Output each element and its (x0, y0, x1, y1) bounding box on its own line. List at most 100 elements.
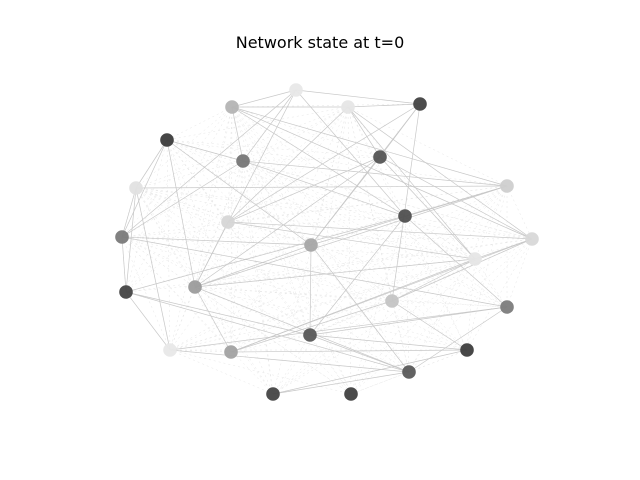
faint-edge (194, 238, 533, 288)
chart-title: Network state at t=0 (235, 33, 405, 52)
faint-edge (391, 300, 508, 308)
faint-edge (272, 300, 393, 395)
faint-edge (166, 106, 233, 141)
faint-edge (169, 258, 476, 351)
faint-edge (125, 258, 476, 293)
graph-node (413, 97, 427, 111)
faint-edge (166, 139, 508, 187)
faint-edge (347, 106, 468, 351)
node-layer (115, 83, 539, 401)
faint-edge (227, 106, 233, 223)
faint-edge (125, 139, 168, 293)
faint-edge (166, 139, 229, 223)
faint-edge (230, 160, 244, 353)
edge (347, 103, 421, 108)
faint-edge (121, 215, 406, 238)
faint-edge (169, 349, 274, 395)
edge (310, 103, 421, 246)
edge (379, 156, 476, 260)
graph-node (373, 150, 387, 164)
faint-edge (350, 371, 410, 395)
faint-edge (169, 334, 311, 351)
edge (347, 106, 476, 260)
faint-edge (121, 185, 508, 238)
faint-edge (125, 185, 508, 293)
graph-node (129, 181, 143, 195)
faint-edge (135, 187, 468, 351)
graph-node (266, 387, 280, 401)
edge (194, 244, 312, 288)
faint-edge (350, 215, 406, 395)
faint-edge (194, 215, 406, 288)
faint-edge (310, 106, 349, 246)
faint-edge (242, 156, 381, 162)
faint-edge (242, 160, 312, 246)
faint-edge (169, 106, 349, 351)
edge (242, 160, 508, 187)
graph-node (398, 209, 412, 223)
faint-edge (135, 187, 274, 395)
faint-edge (135, 187, 312, 246)
edge (125, 291, 311, 336)
faint-edge (166, 139, 232, 353)
edge (194, 258, 476, 288)
faint-edge (231, 106, 468, 351)
faint-edge (231, 103, 421, 108)
faint-edge (121, 106, 233, 238)
edge (125, 291, 410, 373)
edge (295, 89, 406, 217)
edge (194, 286, 232, 353)
faint-edge (169, 160, 244, 351)
faint-edge (121, 236, 533, 240)
edge (231, 106, 406, 217)
graph-node (304, 238, 318, 252)
edge (391, 258, 476, 302)
faint-edge (169, 349, 352, 395)
graph-node (119, 285, 133, 299)
edge (169, 349, 410, 373)
faint-edge (231, 106, 312, 246)
faint-edge (230, 106, 233, 353)
faint-edge (391, 300, 410, 373)
edge (309, 334, 468, 351)
graph-node (500, 300, 514, 314)
edge (230, 258, 476, 353)
graph-node (402, 365, 416, 379)
faint-edge (166, 139, 274, 395)
edge (295, 89, 421, 105)
edge (242, 160, 406, 217)
graph-node (525, 232, 539, 246)
faint-edge (194, 106, 349, 288)
graph-node (163, 343, 177, 357)
faint-edge (347, 106, 393, 302)
faint-edge (135, 187, 533, 240)
edge (194, 185, 508, 288)
edge (135, 187, 171, 351)
faint-edge (166, 139, 352, 395)
faint-edge (466, 185, 508, 351)
edge (408, 306, 508, 373)
faint-edge (121, 236, 311, 336)
faint-edge (121, 236, 468, 351)
edge (121, 236, 508, 308)
faint-edge (231, 106, 274, 395)
graph-node (344, 387, 358, 401)
faint-edge (272, 238, 533, 395)
edge (231, 106, 508, 187)
faint-edge (194, 286, 352, 395)
faint-edge (166, 139, 468, 351)
edge (227, 221, 476, 260)
faint-edge (408, 238, 533, 373)
faint-edge (166, 139, 508, 308)
faint-edge (135, 187, 406, 217)
faint-edge (350, 258, 476, 395)
edge (227, 103, 421, 223)
faint-edge (121, 236, 274, 395)
faint-edge (230, 215, 406, 353)
graph-node (500, 179, 514, 193)
faint-edge (391, 185, 508, 302)
edge (169, 306, 508, 351)
faint-edge (466, 238, 533, 351)
faint-edge (242, 160, 274, 395)
